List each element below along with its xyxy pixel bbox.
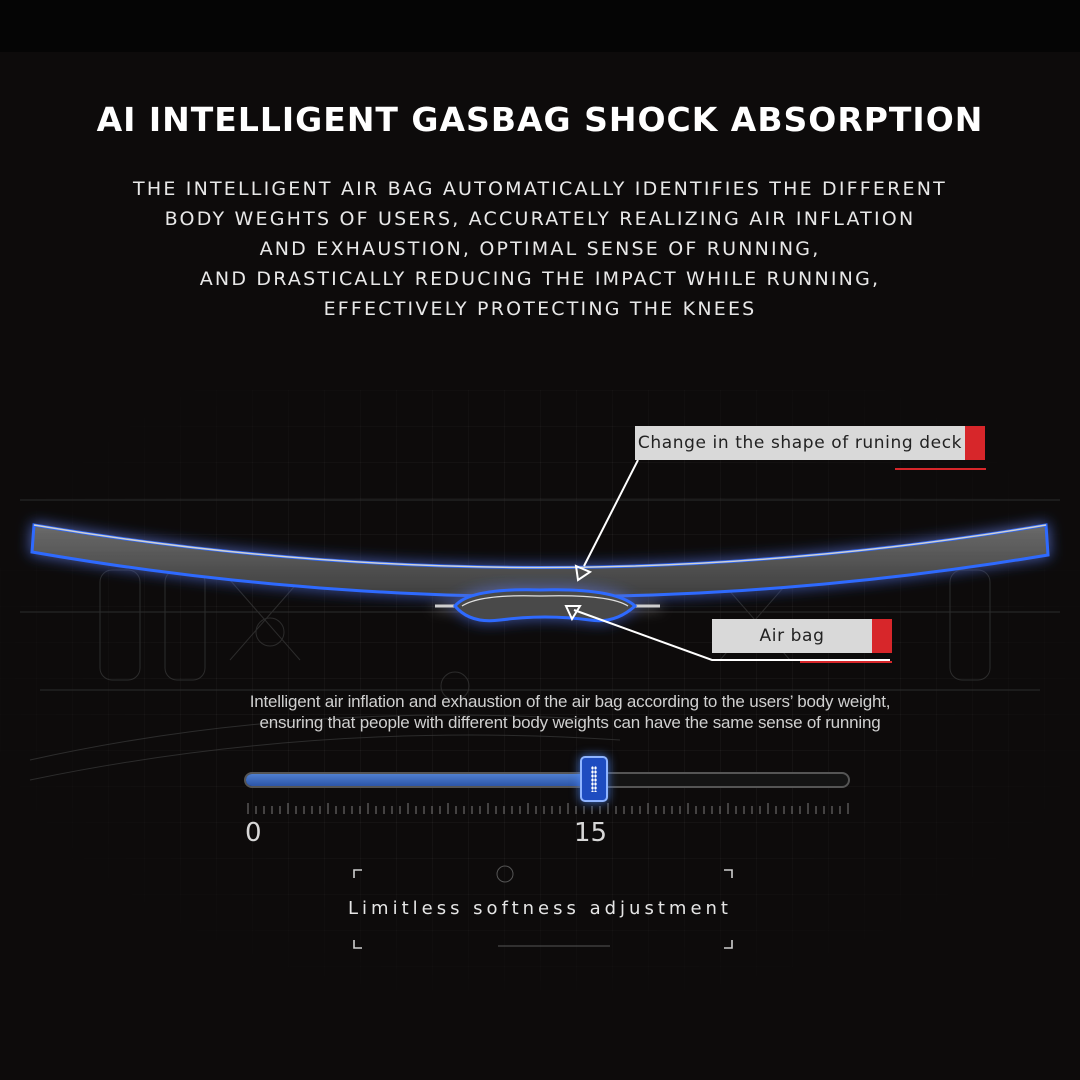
mode-frame: [353, 869, 733, 949]
caption-line-1: Intelligent air inflation and exhaustion…: [249, 692, 891, 711]
deck-marker-icon: [574, 564, 593, 582]
page-title: AI INTELLIGENT GASBAG SHOCK ABSORPTION: [96, 100, 984, 139]
airbag-marker-icon: [564, 605, 582, 622]
deck-callout-red-tab: [965, 426, 985, 460]
airbag-callout-leader: [573, 609, 890, 661]
description-line: THE INTELLIGENT AIR BAG AUTOMATICALLY ID…: [133, 178, 947, 200]
airbag-callout-red-tab: [872, 619, 892, 653]
softness-slider-fill: [246, 774, 590, 786]
top-bar: [0, 0, 1080, 52]
deck-shape-callout-label: Change in the shape of runing deck: [637, 433, 963, 453]
softness-scale-ticks: [247, 803, 849, 814]
grip-icon: [591, 766, 597, 792]
frame-wireframe: [20, 499, 1060, 781]
caption-line-2: ensuring that people with different body…: [259, 713, 881, 732]
scale-value-label: 15: [574, 818, 608, 848]
air-bag-callout: Air bag: [712, 619, 892, 653]
deck-shape-callout: Change in the shape of runing deck: [635, 426, 985, 460]
description-line: AND DRASTICALLY REDUCING THE IMPACT WHIL…: [199, 268, 881, 290]
description: THE INTELLIGENT AIR BAG AUTOMATICALLY ID…: [60, 174, 1020, 324]
air-bag: [435, 588, 660, 623]
description-line: EFFECTIVELY PROTECTING THE KNEES: [323, 298, 757, 320]
running-deck-edge: [33, 524, 1047, 569]
scale-min-label: 0: [245, 818, 262, 848]
description-line: AND EXHAUSTION, OPTIMAL SENSE OF RUNNING…: [259, 238, 821, 260]
mode-frame-decor: [496, 865, 610, 947]
description-line: BODY WEGHTS OF USERS, ACCURATELY REALIZI…: [164, 208, 916, 230]
deck-callout-leader: [583, 459, 639, 567]
softness-slider-track[interactable]: [244, 772, 850, 788]
softness-slider-handle[interactable]: [580, 756, 608, 802]
mode-label: Limitless softness adjustment: [348, 898, 732, 919]
running-deck: [30, 523, 1050, 599]
air-bag-callout-label: Air bag: [759, 626, 825, 646]
